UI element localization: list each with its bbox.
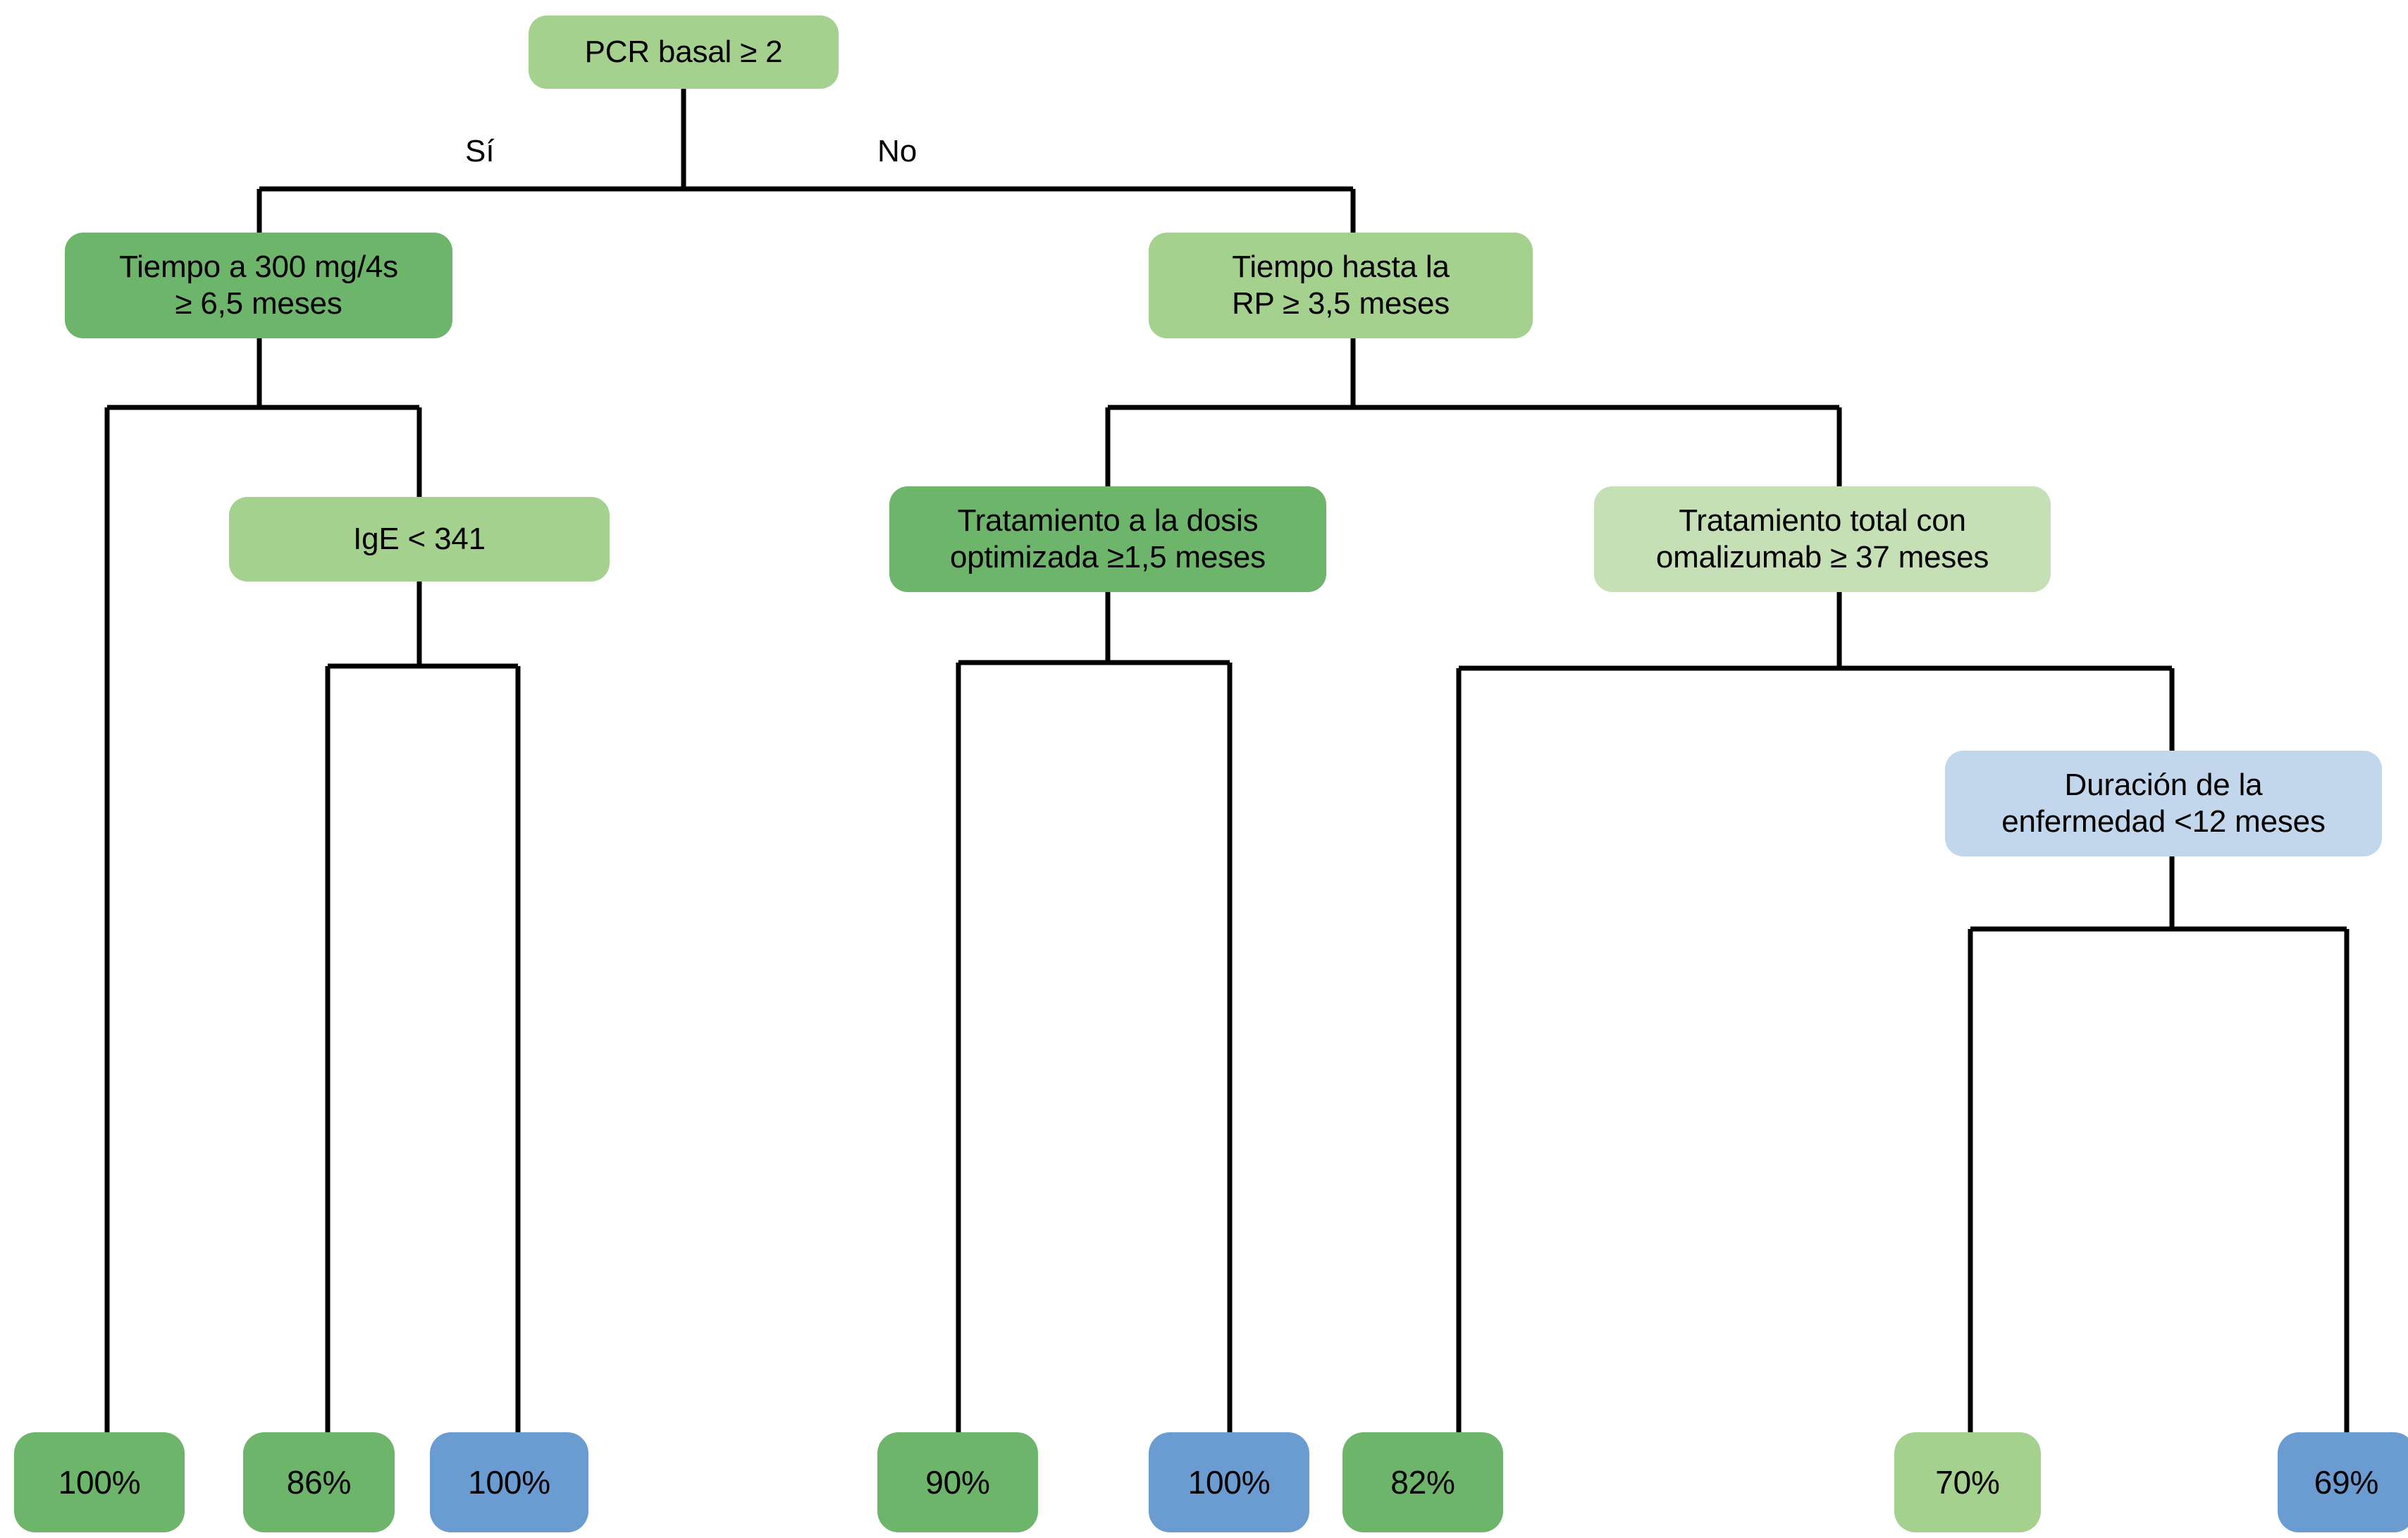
node-label: 100%	[1187, 1463, 1271, 1501]
node-tiempo-300mg[interactable]: Tiempo a 300 mg/4s ≥ 6,5 meses	[65, 233, 452, 338]
node-leaf-100-c[interactable]: 100%	[1149, 1432, 1309, 1532]
node-label: Tiempo a 300 mg/4s ≥ 6,5 meses	[119, 250, 398, 321]
node-label: 69%	[2314, 1463, 2379, 1501]
node-label: 100%	[468, 1463, 550, 1501]
node-leaf-100-a[interactable]: 100%	[14, 1432, 185, 1532]
node-label: 100%	[58, 1463, 141, 1501]
node-label: Tratamiento total con omalizumab ≥ 37 me…	[1655, 503, 1989, 574]
node-leaf-90[interactable]: 90%	[877, 1432, 1038, 1532]
edge-label-yes: Sí	[465, 134, 495, 168]
node-leaf-100-b[interactable]: 100%	[430, 1432, 588, 1532]
node-ige[interactable]: IgE < 341	[229, 497, 610, 582]
node-tratamiento-total[interactable]: Tratamiento total con omalizumab ≥ 37 me…	[1594, 486, 2051, 592]
node-root[interactable]: PCR basal ≥ 2	[529, 16, 839, 89]
edge-label-no: No	[877, 134, 918, 168]
node-label: 86%	[286, 1463, 352, 1501]
node-label: Duración de la enfermedad <12 meses	[2001, 768, 2326, 839]
node-leaf-70[interactable]: 70%	[1894, 1432, 2041, 1532]
node-label: Tiempo hasta la RP ≥ 3,5 meses	[1231, 250, 1450, 321]
node-label: IgE < 341	[353, 522, 486, 557]
node-label: PCR basal ≥ 2	[584, 35, 783, 70]
node-tiempo-rp[interactable]: Tiempo hasta la RP ≥ 3,5 meses	[1149, 233, 1533, 338]
node-leaf-69[interactable]: 69%	[2278, 1432, 2408, 1532]
node-leaf-82[interactable]: 82%	[1342, 1432, 1503, 1532]
node-dosis-optimizada[interactable]: Tratamiento a la dosis optimizada ≥1,5 m…	[889, 486, 1326, 592]
node-label: 90%	[925, 1463, 990, 1501]
node-label: 70%	[1935, 1463, 2000, 1501]
node-label: Tratamiento a la dosis optimizada ≥1,5 m…	[950, 503, 1266, 574]
node-leaf-86[interactable]: 86%	[243, 1432, 395, 1532]
node-label: 82%	[1390, 1463, 1455, 1501]
node-duracion[interactable]: Duración de la enfermedad <12 meses	[1945, 751, 2382, 856]
